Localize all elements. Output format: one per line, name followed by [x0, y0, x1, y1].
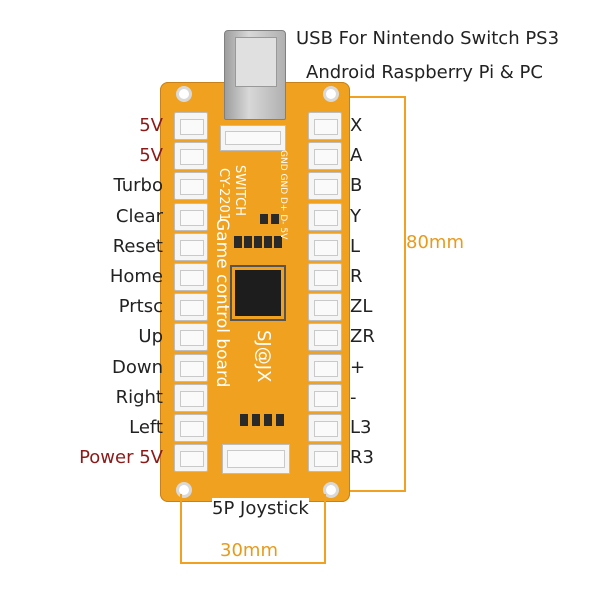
width-dimension-line: [180, 562, 326, 564]
right-label: L: [350, 236, 361, 257]
right-label: ZR: [350, 326, 375, 347]
right-pin-connector: [308, 172, 342, 200]
board-title: Game control board: [212, 218, 232, 388]
component: [276, 414, 284, 426]
board-model: CY-2201: [216, 168, 231, 222]
right-label: L3: [350, 417, 372, 438]
left-pin-connector: [174, 142, 208, 170]
left-pin-connector: [174, 112, 208, 140]
height-dimension-label: 80mm: [406, 232, 464, 254]
mount-hole-top-left: [176, 86, 192, 102]
left-label: Down: [111, 357, 163, 378]
left-label: 5V: [139, 115, 163, 136]
right-label: R: [350, 266, 363, 287]
joystick-connector-label: 5P Joystick: [212, 498, 309, 520]
width-dimension-left: [180, 494, 182, 564]
right-pin-connector: [308, 414, 342, 442]
left-label: Reset: [112, 236, 163, 257]
left-pin-connector: [174, 414, 208, 442]
board-brand: SJ@JX: [253, 330, 274, 383]
component: [274, 236, 282, 248]
bottom-joystick-connector: [222, 444, 290, 474]
right-label: A: [350, 145, 363, 166]
left-pin-connector: [174, 263, 208, 291]
right-pin-connector: [308, 263, 342, 291]
height-dimension-top: [350, 96, 406, 98]
height-dimension-line: [404, 96, 406, 492]
right-pin-connector: [308, 354, 342, 382]
right-pin-connector: [308, 203, 342, 231]
component: [264, 414, 272, 426]
left-pin-connector: [174, 293, 208, 321]
left-pin-connector: [174, 323, 208, 351]
component: [271, 214, 279, 224]
right-label: R3: [350, 447, 374, 468]
component: [244, 236, 252, 248]
right-pin-connector: [308, 233, 342, 261]
left-pin-connector: [174, 172, 208, 200]
component: [252, 414, 260, 426]
mount-hole-bottom-left: [176, 482, 192, 498]
left-pin-connector: [174, 203, 208, 231]
microcontroller-chip: [235, 270, 281, 316]
width-dimension-label: 30mm: [220, 540, 278, 561]
component: [264, 236, 272, 248]
right-label: B: [350, 175, 363, 196]
right-pin-connector: [308, 293, 342, 321]
left-pin-connector: [174, 354, 208, 382]
left-pin-connector: [174, 444, 208, 472]
component: [254, 236, 262, 248]
left-label: Left: [129, 417, 163, 438]
pin-labels: GND GND D+ D- 5V: [278, 150, 288, 240]
left-pin-connector: [174, 384, 208, 412]
mount-hole-top-right: [323, 86, 339, 102]
left-label: Prtsc: [118, 296, 163, 317]
board-mode: SWITCH: [232, 165, 247, 216]
left-label: Power 5V: [79, 447, 163, 468]
mount-hole-bottom-right: [323, 482, 339, 498]
left-label: 5V: [139, 145, 163, 166]
left-label: Up: [138, 326, 163, 347]
right-label: ZL: [350, 296, 373, 317]
width-dimension-right: [324, 494, 326, 564]
right-pin-connector: [308, 323, 342, 351]
left-label: Clear: [115, 206, 163, 227]
right-pin-connector: [308, 142, 342, 170]
header-line-1: USB For Nintendo Switch PS3: [296, 28, 560, 49]
right-label: +: [350, 357, 366, 378]
component: [260, 214, 268, 224]
left-label: Turbo: [113, 175, 163, 196]
right-pin-connector: [308, 112, 342, 140]
right-pin-connector: [308, 444, 342, 472]
usb-b-connector: [224, 30, 286, 120]
left-label: Right: [115, 387, 163, 408]
left-pin-connector: [174, 233, 208, 261]
left-label: Home: [109, 266, 163, 287]
header-line-2: Android Raspberry Pi & PC: [306, 62, 543, 83]
right-label: X: [350, 115, 363, 136]
height-dimension-bottom: [350, 490, 406, 492]
component: [234, 236, 242, 248]
right-label: -: [350, 387, 357, 408]
component: [240, 414, 248, 426]
right-label: Y: [350, 206, 361, 227]
right-pin-connector: [308, 384, 342, 412]
top-connector: [220, 125, 286, 151]
